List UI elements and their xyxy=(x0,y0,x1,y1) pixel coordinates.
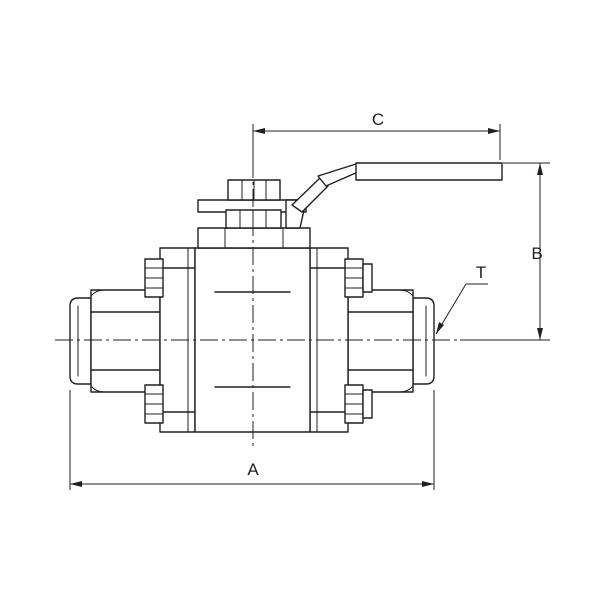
label-t: T xyxy=(476,263,486,282)
bolt-right-bottom xyxy=(344,384,373,424)
bolt-left-top xyxy=(144,258,164,298)
label-b: B xyxy=(531,244,542,263)
dimension-a xyxy=(69,390,435,490)
bolt-right-top xyxy=(344,258,373,298)
dimension-c xyxy=(252,124,501,160)
stem-assembly xyxy=(197,179,311,249)
dimension-b xyxy=(460,162,550,341)
thread-leader xyxy=(435,283,488,335)
lever-handle xyxy=(291,162,503,213)
left-end-connector xyxy=(69,289,161,393)
label-c: C xyxy=(372,110,384,129)
bolt-left-bottom xyxy=(144,384,164,424)
right-end-connector xyxy=(347,289,435,393)
label-a: A xyxy=(247,460,259,479)
